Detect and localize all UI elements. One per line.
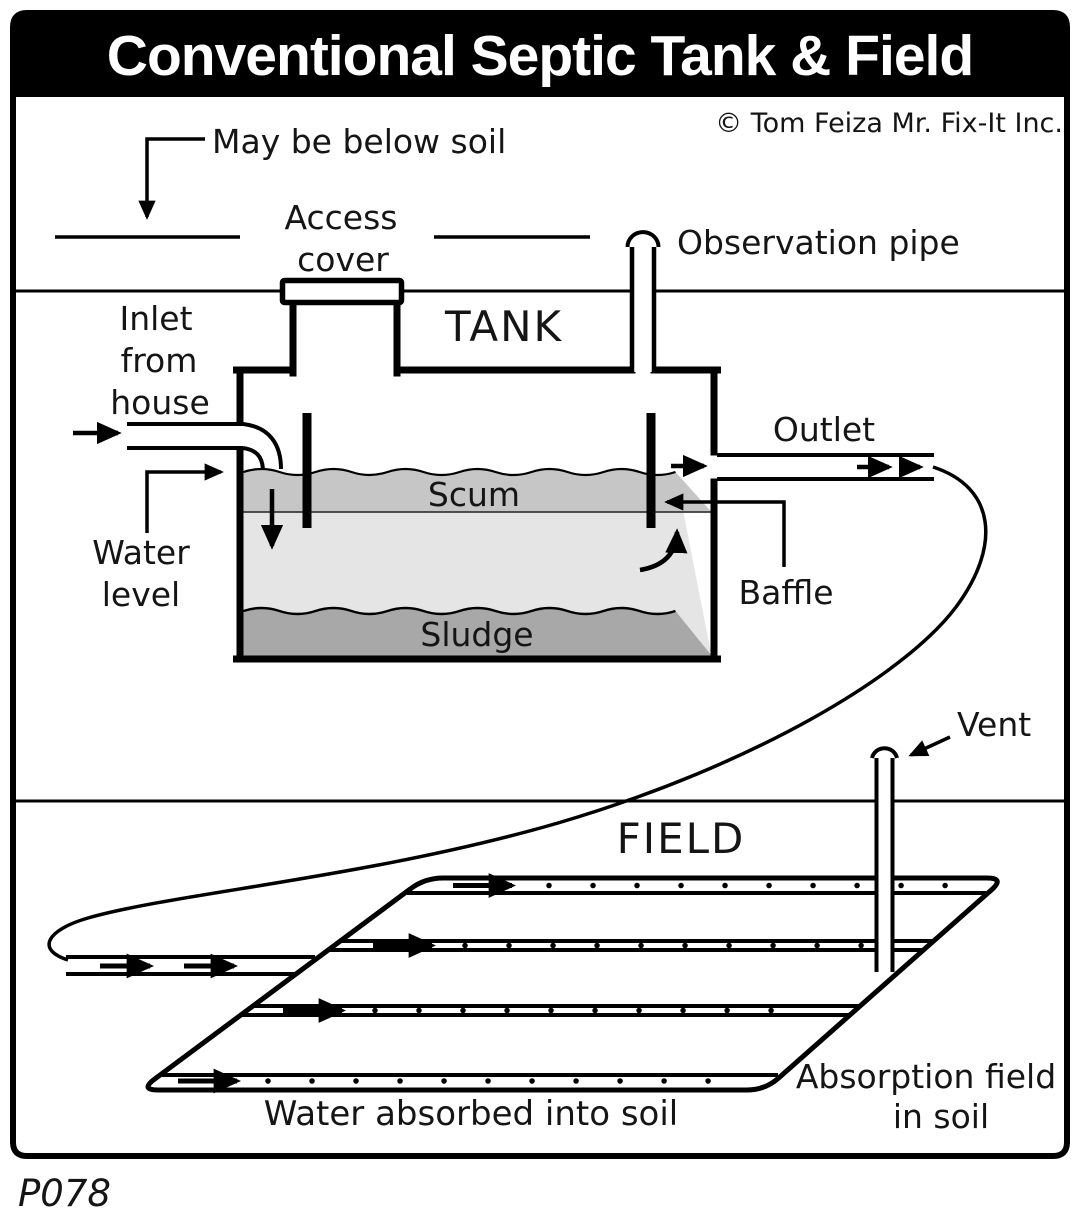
tank-sludge-layer [243, 608, 712, 656]
field-perimeter-pipe [145, 875, 1000, 1093]
labels: May be below soil Access cover Observati… [18, 108, 1063, 1215]
field-flow-arrow-icons [178, 873, 517, 1094]
access-cover-label: Access [285, 198, 398, 237]
absorption-field-label: in soil [893, 1097, 989, 1136]
inlet-from-house-label: from [121, 341, 198, 380]
page-title: Conventional Septic Tank & Field [107, 24, 973, 88]
baffle-label: Baffle [738, 573, 833, 612]
title-bar [13, 13, 1067, 97]
observation-pipe-cap [625, 230, 661, 248]
absorption-field [66, 735, 1000, 1094]
vent-pointer-arrow-icon [908, 735, 951, 757]
vent-pipe [870, 746, 899, 972]
pipe-perforation-dots [265, 882, 988, 1084]
outlet-to-field-pipe [47, 465, 988, 962]
access-cover [279, 277, 405, 306]
water-level-pointer [145, 463, 224, 533]
outlet-label: Outlet [773, 410, 875, 449]
field-inlet-pipe [66, 953, 315, 979]
observation-pipe [625, 230, 661, 373]
septic-tank [73, 137, 934, 663]
credit-text: © Tom Feiza Mr. Fix-It Inc. [715, 108, 1063, 139]
baffle-upflow-arrow-icon [639, 528, 688, 573]
water-level-label: Water [92, 533, 190, 572]
field-label: FIELD [617, 814, 746, 863]
tank-scum-layer [243, 469, 712, 512]
tank-water-layer [243, 469, 712, 656]
water-surface-line [243, 467, 676, 477]
vent-cap [870, 746, 899, 759]
water-absorbed-label: Water absorbed into soil [264, 1094, 678, 1134]
inlet-pipe [127, 422, 283, 470]
observation-pipe-label: Observation pipe [677, 223, 960, 262]
scum-label: Scum [428, 475, 520, 514]
sludge-top-line [243, 606, 676, 616]
tank-label: TANK [444, 302, 563, 351]
sludge-label: Sludge [420, 615, 533, 654]
vent-label: Vent [957, 705, 1031, 744]
inlet-from-house-label: house [110, 383, 210, 422]
absorption-field-label: Absorption field [796, 1057, 1056, 1096]
drawing-code: P078 [18, 1172, 111, 1215]
may-be-below-soil-pointer [138, 137, 205, 220]
outlet-pipe [717, 453, 934, 481]
baffle-pointer [664, 493, 786, 567]
inlet-from-house-label: Inlet [119, 299, 192, 338]
access-cover-label: cover [297, 240, 389, 279]
water-level-label: level [102, 575, 180, 614]
may-be-below-soil-label: May be below soil [212, 122, 506, 161]
tank-shell [233, 296, 721, 663]
